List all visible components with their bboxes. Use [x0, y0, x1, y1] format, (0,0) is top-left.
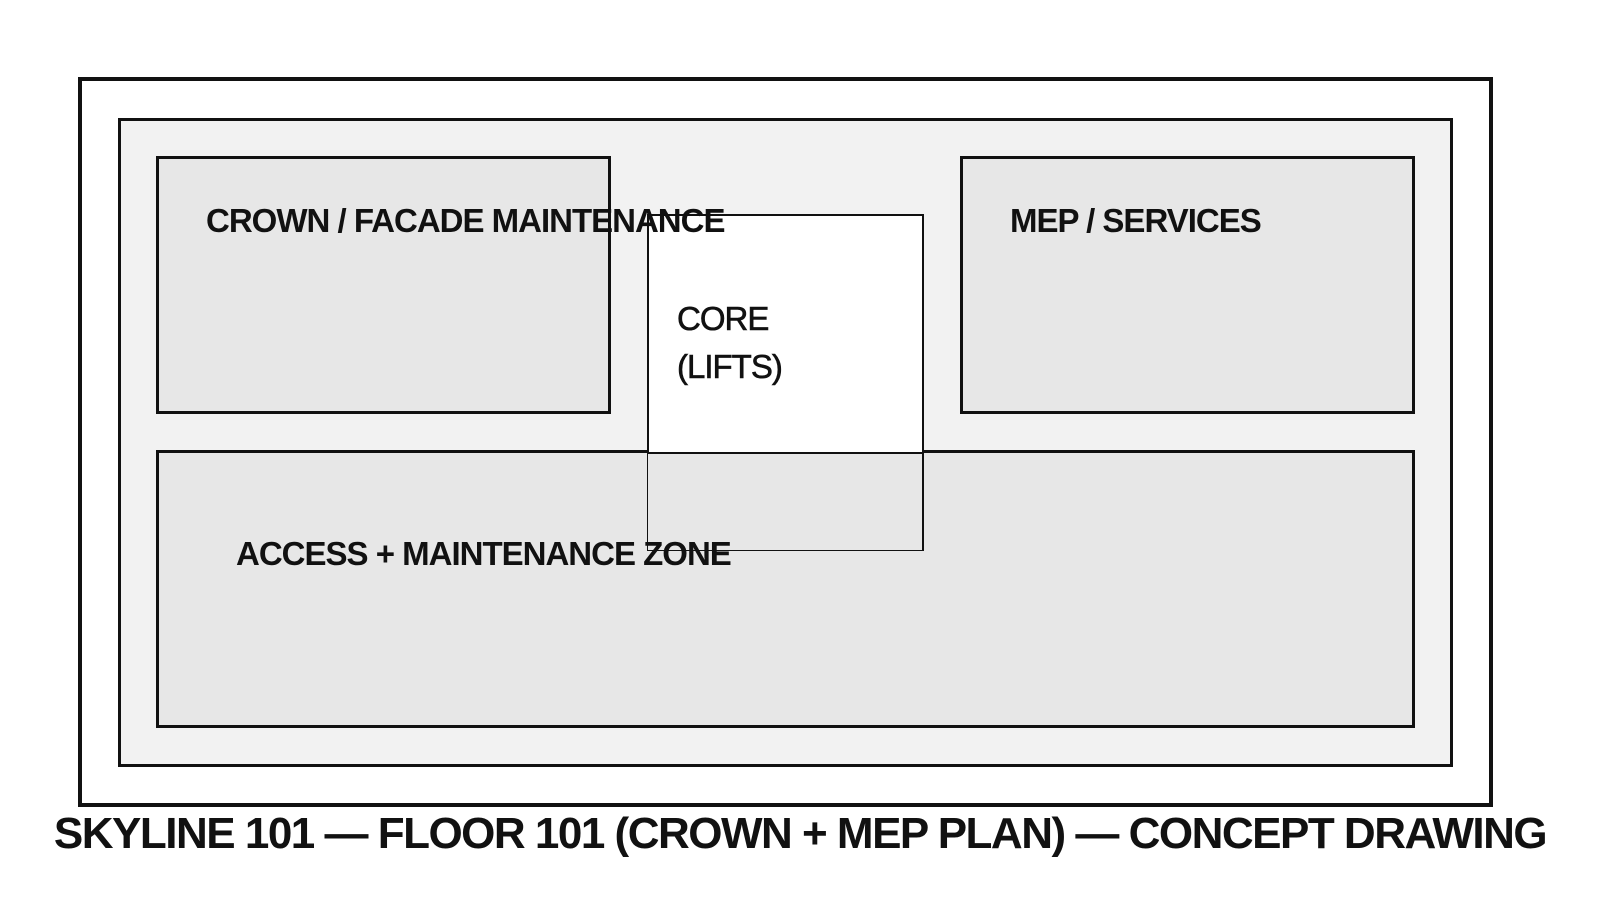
core-label-line2: (LIFTS): [677, 348, 783, 385]
zone-access-label: ACCESS + MAINTENANCE ZONE: [236, 535, 732, 572]
core-access-overlap: [648, 452, 922, 550]
zone-mep-services: [960, 156, 1415, 414]
core-label-line1: CORE: [677, 300, 770, 337]
zone-crown-label: CROWN / FACADE MAINTENANCE: [206, 202, 725, 239]
zone-crown-facade-maintenance: [156, 156, 611, 414]
drawing-caption: SKYLINE 101 — FLOOR 101 (CROWN + MEP PLA…: [53, 809, 1548, 858]
zone-mep-label: MEP / SERVICES: [1010, 202, 1262, 239]
